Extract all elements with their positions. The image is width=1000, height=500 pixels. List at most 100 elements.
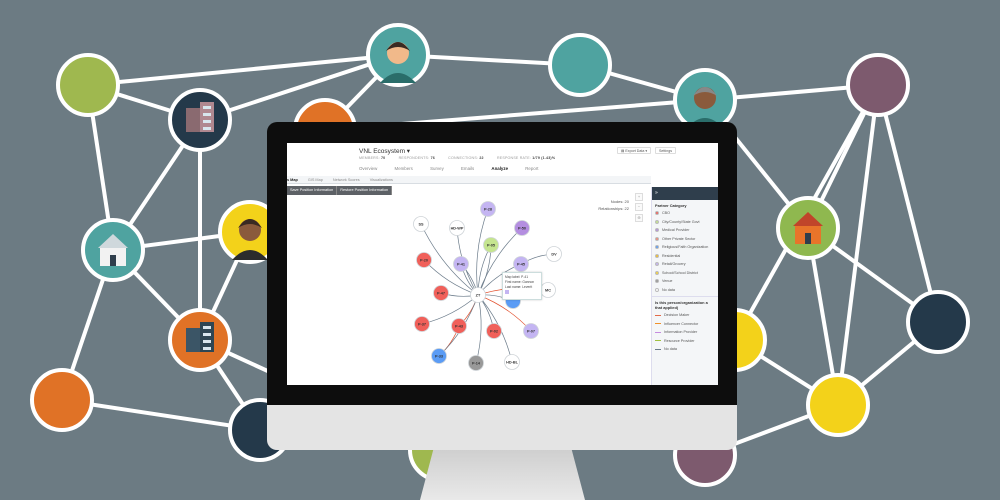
graph-edge: [420, 223, 479, 296]
category-dot-icon: [655, 279, 659, 284]
node-label: P-02: [490, 329, 498, 333]
recenter-button[interactable]: ⊕: [635, 214, 643, 222]
legend-category-item[interactable]: City/County/State Govt: [652, 218, 718, 227]
category-dot-icon: [655, 245, 659, 250]
graph-node[interactable]: P-20: [416, 252, 432, 268]
graph-edge: [476, 208, 489, 296]
graph-edge: [423, 259, 479, 296]
relation-line-icon: [655, 348, 661, 350]
relation-title-cont: that applied): [655, 305, 679, 310]
category-dot-icon: [655, 236, 659, 241]
subtab-visualizations[interactable]: Visualizations: [369, 177, 393, 182]
tab-survey[interactable]: Survey: [430, 166, 444, 171]
save-position-button[interactable]: Save Position Information: [287, 186, 338, 195]
relation-line-icon: [655, 314, 661, 316]
stat-respondents: RESPONDENTS: 76: [398, 156, 435, 160]
monitor-stand: [420, 450, 585, 500]
legend-relation-item[interactable]: Resource Provider: [652, 337, 718, 346]
legend-relation-item[interactable]: No data: [652, 345, 718, 354]
subtab-network-map[interactable]: s Map: [287, 177, 298, 182]
legend-category-item[interactable]: Medical Provider: [652, 226, 718, 235]
tab-members[interactable]: Members: [394, 166, 413, 171]
stats-row: MEMBERS: 70 RESPONDENTS: 76 CONNECTIONS:…: [359, 156, 567, 160]
node-tooltip: Map label: P-41 First name: Gannon Last …: [502, 272, 542, 300]
graph-node[interactable]: HD-BL: [504, 354, 520, 370]
restore-position-button[interactable]: Restore Position Information: [337, 186, 393, 195]
tab-report[interactable]: Report: [525, 166, 539, 171]
legend-category-item[interactable]: Other Private Sector: [652, 235, 718, 244]
node-label: P-07: [527, 329, 535, 333]
graph-node[interactable]: ZT: [470, 287, 486, 303]
relationship-count: Relationships: 22: [598, 206, 629, 211]
legend-category-item[interactable]: No data: [652, 286, 718, 295]
tab-overview[interactable]: Overview: [359, 166, 378, 171]
tooltip-last-name: Last name: Leverit: [505, 285, 533, 289]
graph-edge: [477, 294, 532, 332]
illustration-circle: [906, 290, 970, 354]
legend-relation-item[interactable]: Decision Maker: [652, 311, 718, 320]
node-label: P-43: [455, 324, 463, 328]
node-label: HD-WP: [451, 226, 464, 230]
relation-line-icon: [655, 340, 661, 342]
graph-node[interactable]: P-41: [453, 256, 469, 272]
graph-node[interactable]: SS: [413, 216, 429, 232]
zoom-in-button[interactable]: +: [635, 193, 643, 201]
person-avatar-icon: [366, 23, 430, 87]
category-dot-icon: [655, 228, 659, 233]
legend-relation-item[interactable]: Influencer Connector: [652, 320, 718, 329]
node-label: DV: [551, 252, 557, 256]
export-data-button[interactable]: ▤ Export Data ▾: [617, 147, 652, 154]
graph-edge: [421, 294, 479, 325]
graph-node[interactable]: P-37: [414, 316, 430, 332]
connection-line: [87, 53, 399, 87]
legend-category-item[interactable]: School/School District: [652, 269, 718, 278]
illustration-circle: [56, 53, 120, 117]
graph-node[interactable]: P-14: [468, 355, 484, 371]
settings-button[interactable]: Settings: [655, 147, 676, 154]
graph-node[interactable]: P-45: [513, 256, 529, 272]
relation-line-icon: [655, 331, 661, 333]
graph-node[interactable]: P-50: [514, 220, 530, 236]
zoom-out-button[interactable]: −: [635, 203, 643, 211]
legend-category-item[interactable]: Religious/Faith Organization: [652, 243, 718, 252]
legend-category-item[interactable]: Retail/Grocery: [652, 260, 718, 269]
graph-node[interactable]: P-33: [431, 348, 447, 364]
node-label: P-28: [484, 207, 492, 211]
graph-node[interactable]: P-02: [486, 323, 502, 339]
node-label: P-37: [418, 322, 426, 326]
legend-category-item[interactable]: Venue: [652, 277, 718, 286]
illustration-circle: [846, 53, 910, 117]
project-title[interactable]: VNL Ecosystem ▾: [359, 148, 411, 155]
node-label: P-50: [518, 226, 526, 230]
person-avatar-icon: [673, 68, 737, 132]
node-label: P-33: [435, 354, 443, 358]
graph-node[interactable]: P-43: [451, 318, 467, 334]
graph-node[interactable]: P-28: [480, 201, 496, 217]
building-icon: [168, 88, 232, 152]
legend-category-item[interactable]: Residential: [652, 252, 718, 261]
graph-counts: Nodes: 20 Relationships: 22: [598, 198, 629, 212]
subtab-network-scores[interactable]: Network Scores: [332, 177, 360, 182]
graph-node[interactable]: DV: [546, 246, 562, 262]
graph-node[interactable]: P-05: [483, 237, 499, 253]
graph-node[interactable]: HD-WP: [449, 220, 465, 236]
node-label: MC: [545, 288, 551, 292]
tab-emails[interactable]: Emails: [461, 166, 475, 171]
relation-line-icon: [655, 323, 661, 325]
legend-category-item[interactable]: CBO: [652, 209, 718, 218]
graph-node[interactable]: P-07: [523, 323, 539, 339]
tab-analyze[interactable]: Analyze: [491, 166, 509, 171]
illustration-circle: [548, 33, 612, 97]
node-label: ZT: [476, 293, 481, 297]
node-label: P-05: [487, 243, 495, 247]
graph-node[interactable]: P-47: [433, 285, 449, 301]
legend-relation-item[interactable]: Information Provider: [652, 328, 718, 337]
network-graph[interactable]: ZT SS HD-WP P-28P-50P-05P-41 P-45 DV MC P-20P-4…: [287, 195, 651, 385]
node-count: Nodes: 20: [610, 199, 629, 204]
graph-node[interactable]: MC: [540, 282, 556, 298]
subtab-gis-map[interactable]: GIS Map: [307, 177, 323, 182]
illustration-circle: [30, 368, 94, 432]
collapse-panel-button[interactable]: »: [652, 187, 718, 200]
category-dot-icon: [655, 211, 659, 216]
